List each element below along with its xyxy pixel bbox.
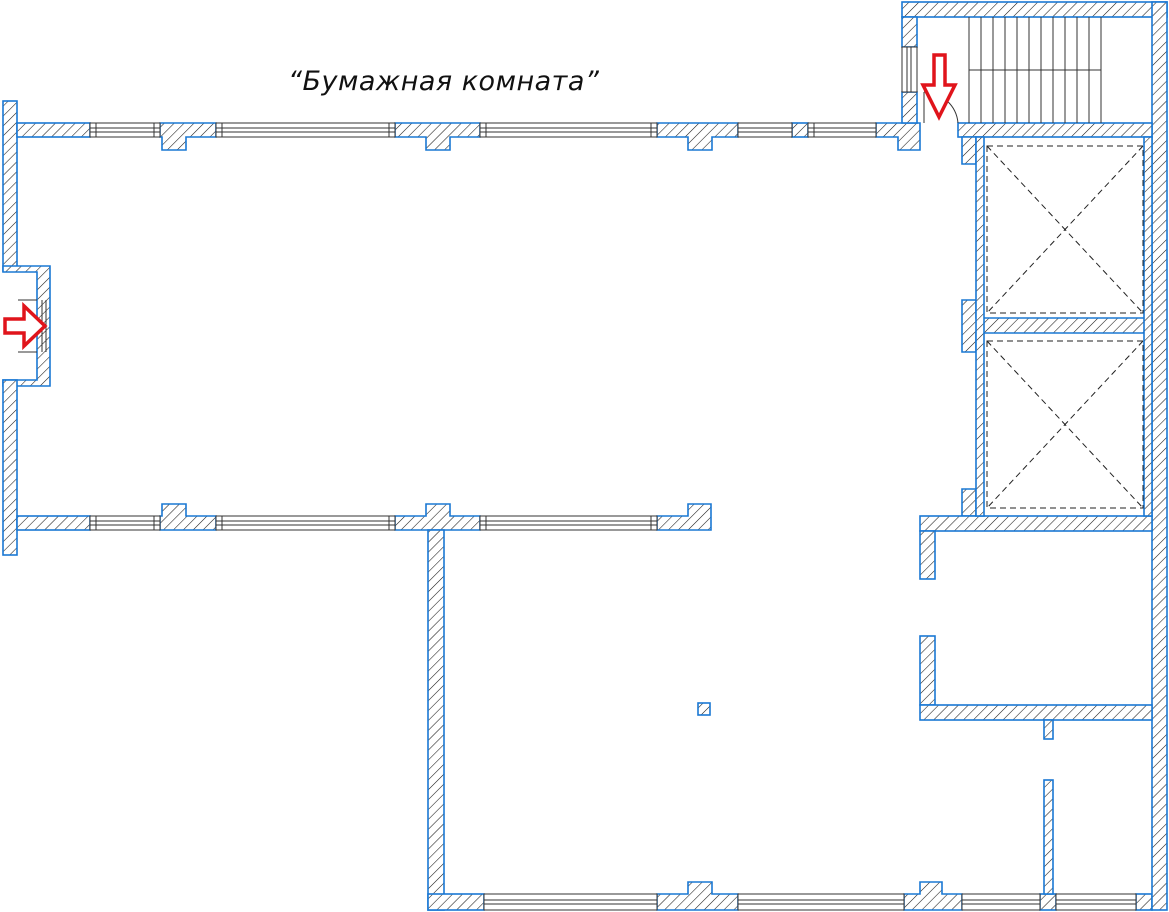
window [1055,893,1137,911]
bottom-wall-seg [1039,893,1057,911]
south-pilaster [394,503,481,531]
stair-wall-north [901,1,1168,18]
window [807,122,877,138]
windows [89,46,1137,911]
stair-wall-south [957,122,1153,138]
north-pilaster [394,122,481,151]
window [737,893,905,911]
window [479,515,658,531]
stair-wall-west [901,91,918,124]
window [737,122,793,138]
window [961,893,1041,911]
east-room-wall [1043,719,1054,740]
bottom-pilaster [903,881,963,911]
shaft-wall-west [961,136,977,165]
column [697,702,711,716]
bottom-wall-seg [1135,893,1153,911]
elevator-shaft [986,340,1144,509]
south-wall-seg [16,515,91,531]
east-room-wall [919,530,936,580]
south-pilaster [159,503,217,531]
window [901,46,918,93]
shaft-wall-south [919,515,1153,532]
east-room-wall [919,635,936,706]
window [483,893,658,911]
window [215,122,396,138]
south-wall-end [656,503,712,531]
east-room-wall [919,704,1153,721]
east-room-wall [1043,779,1054,895]
room-label: “Бумажная комната” [288,66,600,97]
arrow-down-icon [920,53,958,121]
west-wall-lower [2,379,18,556]
stair-wall-east [1151,1,1168,911]
stair-wall-west [901,16,918,48]
north-pilaster [159,122,217,151]
north-wall-seg [791,122,809,138]
shaft-inner [975,136,985,517]
window [89,122,161,138]
elevator-shaft [986,145,1144,314]
bottom-wall-seg [427,893,485,911]
window [215,515,396,531]
staircase [968,17,1102,123]
arrow-right-icon [3,301,48,351]
shaft-inner [1143,136,1153,517]
inner-wall-west [427,529,445,911]
north-pilaster [656,122,739,151]
window [89,515,161,531]
window [479,122,658,138]
north-wall-seg [16,122,91,138]
west-wall-upper [2,100,18,272]
shaft-wall-west [961,488,977,517]
bottom-pilaster [656,881,739,911]
north-wall-seg [875,122,921,151]
